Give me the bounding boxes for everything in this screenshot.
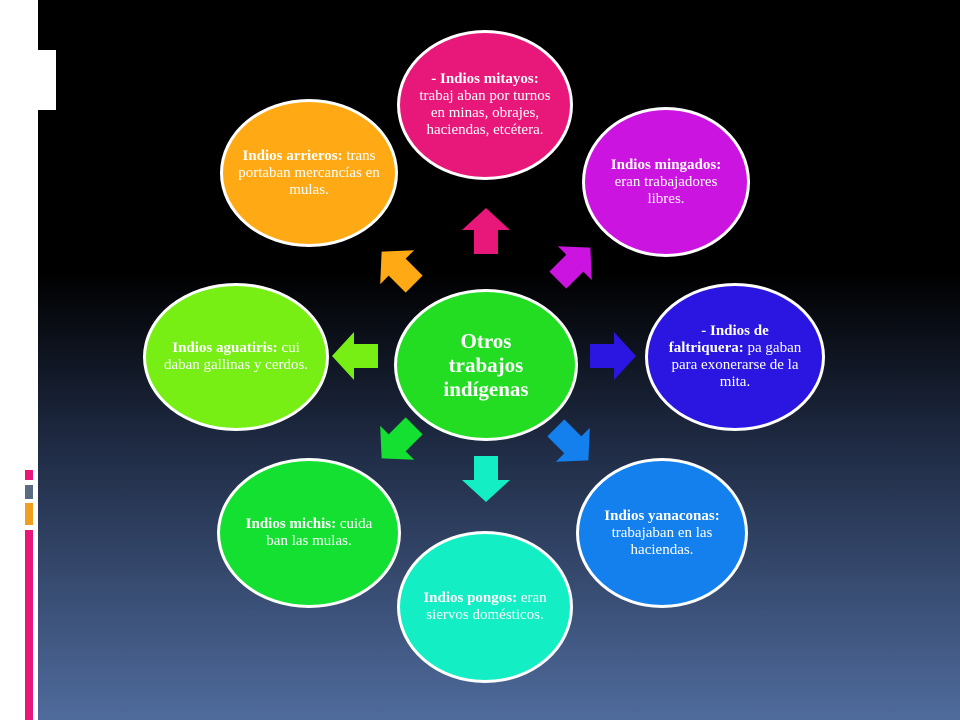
arrow-to-aguatiris [332, 332, 378, 380]
node-aguatiris: Indios aguatiris: cui daban gallinas y c… [143, 283, 329, 431]
accent-bar-orange [25, 503, 33, 525]
center-node: Otros trabajos indígenas [394, 289, 578, 441]
arrow-to-pongos [462, 456, 510, 502]
node-mitayos-desc: trabaj aban por turnos en minas, obrajes… [419, 88, 551, 138]
arrow-to-yanaconas [547, 419, 590, 462]
node-mitayos: - Indios mitayos: trabaj aban por turnos… [397, 30, 573, 180]
node-mingados: Indios mingados: eran trabajadores libre… [582, 107, 750, 257]
accent-bar-gray [25, 485, 33, 499]
arrow-to-arrieros [380, 250, 423, 293]
arrow-to-mingados [549, 246, 592, 289]
node-faltriquera-desc: pa gaban para exonerarse de la mita. [671, 340, 802, 390]
node-arrieros-title: Indios arrieros: [242, 147, 343, 164]
node-pongos: Indios pongos: eran siervos domésticos. [397, 531, 573, 683]
window-pane-icon [22, 0, 56, 110]
node-yanaconas: Indios yanaconas: trabajaban en las haci… [576, 458, 748, 608]
arrow-to-faltriquera [590, 332, 636, 380]
node-mingados-desc: eran trabajadores libres. [614, 173, 718, 207]
node-faltriquera: - Indios de faltriquera: pa gaban para e… [645, 283, 825, 431]
node-aguatiris-title: Indios aguatiris: [172, 340, 278, 356]
accent-bar-pink-2 [25, 530, 33, 720]
node-arrieros-desc: trans portaban mercancías en mulas. [238, 147, 380, 198]
center-text: Otros trabajos indígenas [443, 329, 529, 401]
node-yanaconas-title: Indios yanaconas: [604, 507, 720, 524]
node-mingados-title: Indios mingados: [610, 156, 722, 173]
node-arrieros: Indios arrieros: trans portaban mercancí… [220, 99, 398, 247]
arrow-to-michis [380, 417, 423, 460]
node-faltriquera-title: - Indios de faltriquera: [668, 323, 769, 356]
node-pongos-desc: eran siervos domésticos. [426, 590, 547, 623]
node-yanaconas-desc: trabajaban en las haciendas. [611, 524, 713, 558]
node-aguatiris-desc: cui daban gallinas y cerdos. [163, 340, 309, 373]
node-mitayos-title: - Indios mitayos: [431, 71, 539, 87]
node-pongos-title: Indios pongos: [423, 590, 518, 606]
node-michis-title: Indios michis: [245, 516, 337, 532]
arrow-to-mitayos [462, 208, 510, 254]
accent-bar-pink-1 [25, 470, 33, 480]
node-michis-desc: cuida ban las mulas. [266, 516, 373, 549]
node-michis: Indios michis: cuida ban las mulas. [217, 458, 401, 608]
